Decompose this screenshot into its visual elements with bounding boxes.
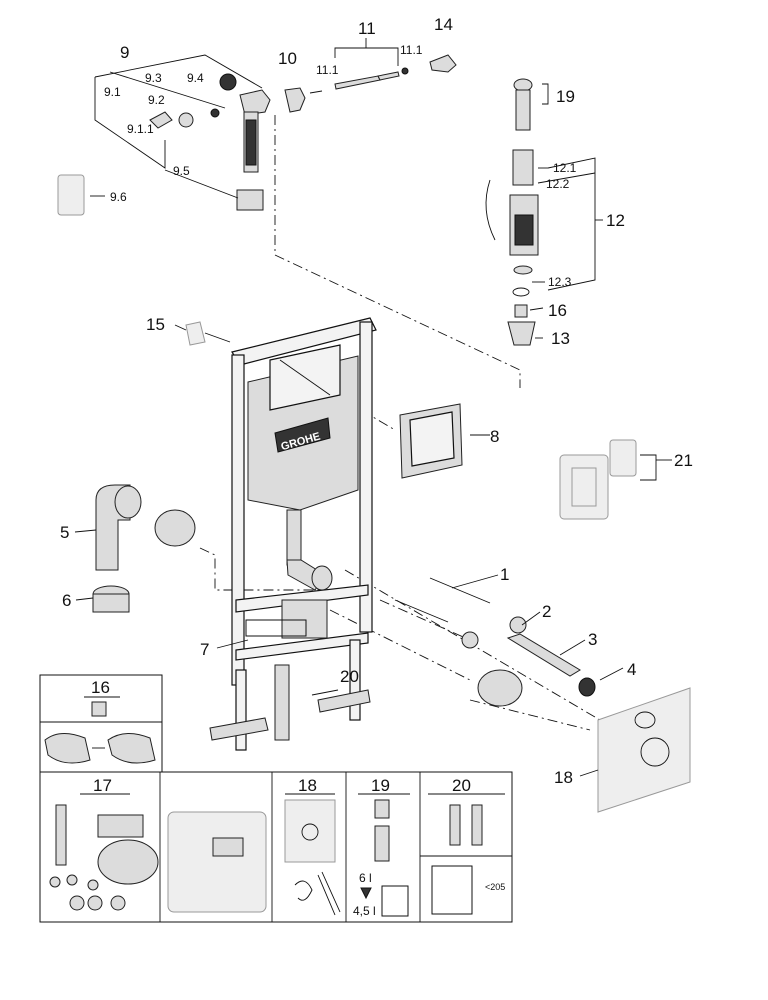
callout-9-4: 9.4 <box>187 71 204 85</box>
callout-20: 20 <box>340 667 359 686</box>
callout-11: 11 <box>358 19 376 38</box>
dimension-205: <205 <box>485 882 505 892</box>
callout-14: 14 <box>434 15 453 34</box>
callout-11-1-a: 11.1 <box>316 63 339 77</box>
panel-19-title: 19 <box>371 776 390 795</box>
callout-21: 21 <box>674 451 693 470</box>
panel-18-title: 18 <box>298 776 317 795</box>
callout-2: 2 <box>542 602 551 621</box>
callout-5: 5 <box>60 523 69 542</box>
callout-9-1: 9.1 <box>104 85 121 99</box>
inspection-box-8 <box>399 403 463 479</box>
callout-9-2: 9.2 <box>148 93 165 107</box>
hose-and-valve <box>284 38 457 113</box>
callout-18: 18 <box>554 768 573 787</box>
flush-valve-assembly <box>485 78 603 346</box>
callout-8: 8 <box>490 427 499 446</box>
panel-17-title: 17 <box>93 776 112 795</box>
callout-10: 10 <box>278 49 297 68</box>
callout-19: 19 <box>556 87 575 106</box>
callout-9-1-1: 9.1.1 <box>127 122 154 136</box>
panel-20-title: 20 <box>452 776 471 795</box>
callout-3: 3 <box>588 630 597 649</box>
callout-15: 15 <box>146 315 165 334</box>
callout-9-6: 9.6 <box>110 190 127 204</box>
flush-volume-4-5: 4,5 l <box>353 904 376 918</box>
callout-12-2: 12.2 <box>546 177 570 191</box>
connection-parts <box>394 577 691 813</box>
mounting-frame: GROHE <box>209 317 377 751</box>
callout-12-3: 12.3 <box>548 275 572 289</box>
callout-6: 6 <box>62 591 71 610</box>
info-panels: 16 17 18 19 <box>39 674 513 923</box>
callout-12-1: 12.1 <box>553 161 577 175</box>
callout-9-3: 9.3 <box>145 71 162 85</box>
actuator-plate-21 <box>559 439 672 520</box>
callout-12: 12 <box>606 211 625 230</box>
callout-7: 7 <box>200 640 209 659</box>
callout-4: 4 <box>627 660 636 679</box>
callout-1: 1 <box>500 565 509 584</box>
callout-labels: 1 2 3 4 5 6 7 8 9 9.1 9.1.1 9.2 9.3 9.4 … <box>60 15 693 787</box>
pan-connector-5-6 <box>92 484 196 613</box>
flush-volume-6: 6 l <box>359 871 372 885</box>
leader-lines <box>74 195 624 777</box>
callout-13: 13 <box>551 329 570 348</box>
callout-9-5: 9.5 <box>173 164 190 178</box>
callout-16: 16 <box>548 301 567 320</box>
panel-16-title: 16 <box>91 678 110 697</box>
fill-valve-assembly <box>57 54 271 216</box>
bolt-15 <box>185 321 231 346</box>
callout-11-1-b: 11.1 <box>400 43 423 57</box>
callout-9: 9 <box>120 43 129 62</box>
